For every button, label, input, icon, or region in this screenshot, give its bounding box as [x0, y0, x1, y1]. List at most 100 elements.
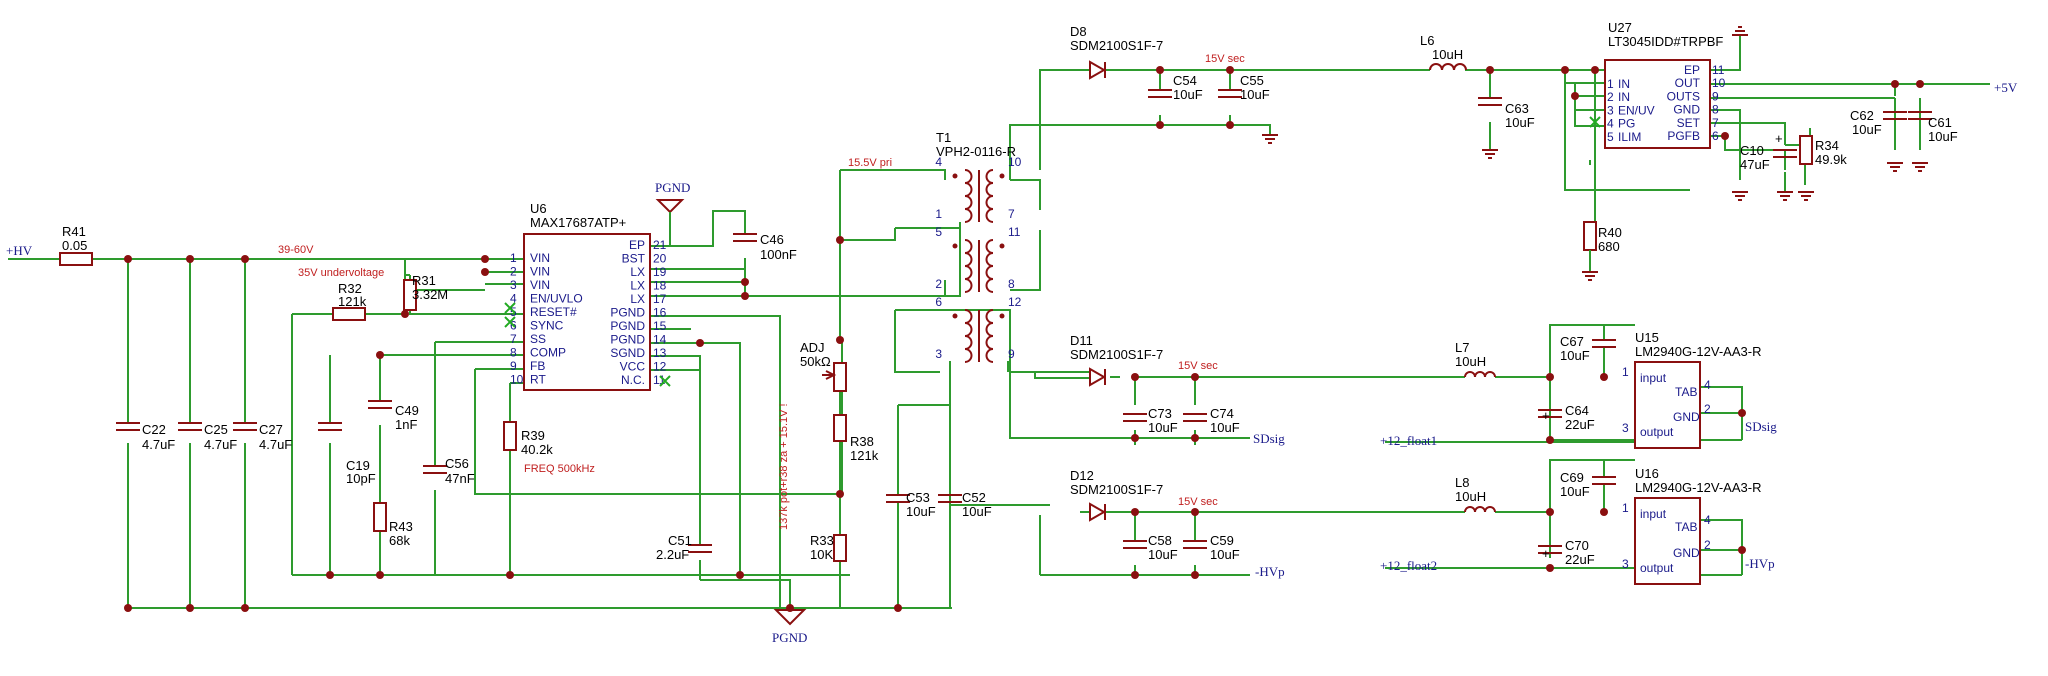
u27-pin-2-name: IN [1618, 90, 1630, 104]
u27-pin-7-num: 7 [1712, 116, 1719, 130]
u27-pin-6-num: 6 [1712, 129, 1719, 143]
r34-value: 49.9k [1815, 152, 1847, 167]
t1-pin-10: 10 [1008, 155, 1022, 169]
d8-ref: D8 [1070, 24, 1087, 39]
c52-value: 10uF [962, 504, 992, 519]
d12-ref: D12 [1070, 468, 1094, 483]
c10-polarity: + [1775, 131, 1783, 146]
u16-pin-4-num: 4 [1704, 513, 1711, 527]
c51-value: 2.2uF [656, 547, 689, 562]
d11-value: SDM2100S1F-7 [1070, 347, 1163, 362]
l8-value: 10uH [1455, 489, 1486, 504]
u6-pin-19-num: 19 [653, 265, 667, 279]
u16-pin-2-num: 2 [1704, 538, 1711, 552]
c49-value: 1nF [395, 417, 417, 432]
pgnd-top-symbol: PGND [655, 180, 690, 246]
t1-part: VPH2-0116-R [936, 144, 1016, 159]
r43-value: 68k [389, 533, 410, 548]
u16-pin-tab: TAB [1675, 520, 1697, 534]
c73-ref: C73 [1148, 406, 1172, 421]
c54-ref: C54 [1173, 73, 1197, 88]
u27-pin-8-name: GND [1673, 103, 1700, 117]
r41-value: 0.05 [62, 238, 87, 253]
c55-capacitor: C55 10uF [1218, 73, 1270, 102]
pgnd-bottom-label: PGND [772, 630, 807, 645]
c73-capacitor: C73 10uF [1123, 406, 1178, 435]
hvp-net-label-a: -HVp [1255, 564, 1285, 579]
d12-value: SDM2100S1F-7 [1070, 482, 1163, 497]
u27-gnd-ground [1732, 191, 1748, 201]
ground-symbol [1262, 134, 1278, 144]
note-39-60v: 39-60V [278, 244, 314, 256]
c58-value: 10uF [1148, 547, 1178, 562]
r32-value: 121k [338, 294, 367, 309]
u6-pin-20-name: BST [622, 252, 646, 266]
note-15v-sec-bot: 15V sec [1178, 496, 1218, 508]
u6-pin-20-num: 20 [653, 252, 667, 266]
u27-pin-6-name: PGFB [1667, 129, 1700, 143]
u6-pin-17-name: LX [630, 292, 645, 306]
c49-ref: C49 [395, 403, 419, 418]
c74-ref: C74 [1210, 406, 1234, 421]
u27-ic: U27 LT3045IDD#TRPBF IN1IN2EN/UV3PG4ILIM5… [1604, 20, 1726, 149]
l6-value: 10uH [1432, 47, 1463, 62]
u27-ref: U27 [1608, 20, 1632, 35]
c69-capacitor: C69 10uF [1560, 460, 1616, 512]
u6-pin-10-num: 10 [510, 373, 524, 387]
u6-pin-16-num: 16 [653, 306, 667, 320]
u6-ref: U6 [530, 201, 547, 216]
c58-ref: C58 [1148, 533, 1172, 548]
t1-pin-6: 6 [935, 295, 942, 309]
c25-value: 4.7uF [204, 437, 237, 452]
c59-value: 10uF [1210, 547, 1240, 562]
no-connect-marks [504, 116, 1601, 387]
u27-pin-11-name: EP [1684, 63, 1700, 77]
u6-pin-14-name: PGND [610, 333, 645, 347]
c54-value: 10uF [1173, 87, 1203, 102]
t1-pin-11: 11 [1008, 225, 1021, 239]
u27-pin-11-num: 11 [1712, 63, 1725, 77]
c64-polarity: + [1542, 408, 1550, 423]
u6-pin-10-name: RT [530, 373, 546, 387]
t1-dot-1-pri [952, 173, 958, 179]
u6-pin-3-name: VIN [530, 278, 550, 292]
u6-pin-9-name: FB [530, 359, 545, 373]
u6-pin-2-name: VIN [530, 265, 550, 279]
u6-pin-2-num: 2 [510, 265, 517, 279]
c70-value: 22uF [1565, 552, 1595, 567]
c67-value: 10uF [1560, 348, 1590, 363]
u27-pin-4-name: PG [1618, 117, 1635, 131]
u27-pin-10-name: OUT [1675, 76, 1701, 90]
c46-capacitor: C46 100nF [733, 232, 797, 262]
c10-ref: C10 [1740, 143, 1764, 158]
t1-pin-8: 8 [1008, 277, 1015, 291]
c56-value: 47nF [445, 471, 475, 486]
c53-capacitor: C53 10uF [886, 405, 936, 608]
c10-capacitor: + C10 47uF [1740, 123, 1797, 201]
r34-ref: R34 [1815, 138, 1839, 153]
u27-pin-9-num: 9 [1712, 89, 1719, 103]
plus5-net-label: +5V [1994, 80, 2018, 95]
c19-value: 10pF [346, 471, 376, 486]
c52-capacitor: C52 10uF [938, 405, 992, 608]
t1-coils [952, 169, 1005, 363]
u16-ref: U16 [1635, 466, 1659, 481]
float2-net-label: +12_float2 [1380, 558, 1437, 573]
r32-ref: R32 [338, 281, 362, 296]
u27-pin-3-num: 3 [1607, 103, 1614, 117]
u15-pin-3-num: 3 [1622, 421, 1629, 435]
u6-pin-12-name: VCC [620, 360, 646, 374]
c52-ref: C52 [962, 490, 986, 505]
c59-ref: C59 [1210, 533, 1234, 548]
c62-capacitor: C62 10uF [1850, 108, 1907, 172]
r33-resistor: R33 10K [810, 533, 847, 562]
c63-value: 10uF [1505, 115, 1535, 130]
c64-capacitor: + C64 22uF [1538, 403, 1595, 432]
c22-ref: C22 [142, 422, 166, 437]
c25-capacitor: C25 4.7uF [178, 422, 237, 452]
t1-pin-3: 3 [935, 347, 942, 361]
c51-capacitor: C51 2.2uF [656, 533, 712, 562]
